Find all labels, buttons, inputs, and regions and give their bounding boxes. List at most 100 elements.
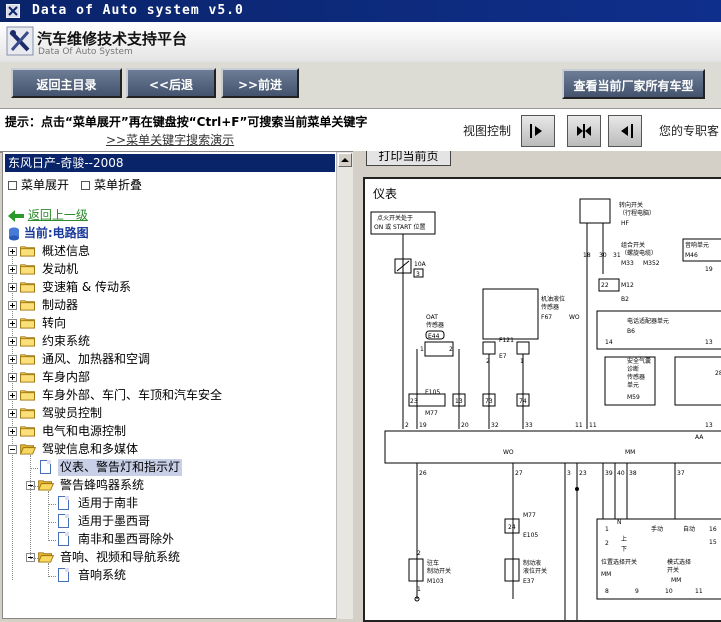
app-name: 汽车维修技术支持平台: [37, 30, 188, 48]
diagram-title: 仪表: [373, 187, 397, 201]
brake-label-2: 制动开关: [427, 567, 451, 575]
tree-item[interactable]: 音响系统: [3, 567, 333, 584]
tree-item[interactable]: 概述信息: [3, 243, 333, 260]
tree-item[interactable]: 音响、视频和导航系统: [3, 549, 333, 566]
fuse-label: 10A: [414, 261, 427, 268]
collapse-menu[interactable]: 菜单折叠: [81, 176, 142, 193]
pin-number: 27: [515, 470, 523, 477]
expand-node-icon[interactable]: [8, 409, 17, 418]
pin-number: 1: [520, 358, 524, 365]
tree-line: [48, 576, 56, 577]
app-icon: [6, 4, 20, 18]
forward-button[interactable]: >>前进: [221, 68, 299, 98]
tree-line: [30, 468, 38, 469]
scroll-up-button[interactable]: [338, 153, 352, 167]
m59-label: M59: [627, 394, 640, 401]
expand-node-icon[interactable]: [8, 373, 17, 382]
e44-label: E44: [428, 333, 440, 340]
pin-number: 19: [705, 266, 713, 273]
pin-number: 40: [617, 470, 625, 477]
up-level-link[interactable]: 返回上一级: [8, 207, 88, 224]
oil-sensor-label: 机油液位: [541, 295, 565, 303]
folder-icon: [20, 354, 35, 365]
tree-item-label: 制动器: [42, 298, 79, 312]
tree-item-label: 驾驶信息和多媒体: [42, 442, 139, 456]
expand-node-icon[interactable]: [8, 265, 17, 274]
view-expand-left-button[interactable]: [608, 115, 642, 147]
mm-label-3: MM: [671, 577, 681, 584]
expand-node-icon[interactable]: [8, 355, 17, 364]
main-toolbar: 返回主目录 <<后退 >>前进 查看当前厂家所有车型: [0, 62, 721, 108]
pin-number: 31: [613, 252, 621, 259]
tree-item-label: 发动机: [42, 262, 79, 276]
folder-icon: [20, 300, 35, 311]
print-button[interactable]: 打印当前页: [366, 151, 451, 166]
expand-node-icon[interactable]: [8, 319, 17, 328]
pin-number: 9: [635, 588, 639, 595]
tree-item[interactable]: 仪表、警告灯和指示灯: [3, 459, 333, 476]
folder-open-icon: [20, 444, 36, 455]
expand-node-icon[interactable]: [8, 301, 17, 310]
document-icon: [58, 532, 69, 546]
tree-item[interactable]: 变速箱 & 传动系: [3, 279, 333, 296]
green-back-arrow-icon: [8, 209, 24, 222]
tree-item[interactable]: 车身内部: [3, 369, 333, 386]
expand-node-icon[interactable]: [8, 427, 17, 436]
oat-sensor-label: 传感器: [426, 321, 444, 329]
tree-item-label: 适用于墨西哥: [78, 514, 151, 528]
tree-item[interactable]: 制动器: [3, 297, 333, 314]
view-split-button[interactable]: [567, 115, 601, 147]
tree-item[interactable]: 驾驶信息和多媒体: [3, 441, 333, 458]
wiring-diagram: 仪表 点火开关处于 ON 或 START 位置 10A 3 OAT 传感器 E4…: [363, 177, 721, 622]
tree-item[interactable]: 警告蜂鸣器系统: [3, 477, 333, 494]
tree-item[interactable]: 车身外部、车门、车顶和汽车安全: [3, 387, 333, 404]
tree-item[interactable]: 通风、加热器和空调: [3, 351, 333, 368]
expand-node-icon[interactable]: [8, 247, 17, 256]
expand-node-icon[interactable]: [8, 391, 17, 400]
current-location-label: 当前:电路图: [23, 226, 89, 240]
pin-number: 3: [567, 470, 571, 477]
tree-item-label: 变速箱 & 传动系: [42, 280, 131, 294]
tree-scrollbar[interactable]: [336, 152, 353, 619]
tree-item[interactable]: 适用于墨西哥: [3, 513, 333, 530]
tree-item[interactable]: 转向: [3, 315, 333, 332]
home-button[interactable]: 返回主目录: [11, 68, 122, 98]
pin-number: 37: [677, 470, 685, 477]
pin-number: 24: [508, 524, 516, 531]
search-demo-link[interactable]: >>菜单关键字搜索演示: [106, 133, 235, 147]
hf-label: HF: [621, 220, 630, 227]
tree-item-label: 警告蜂鸣器系统: [60, 478, 145, 492]
up-level-label: 返回上一级: [27, 208, 88, 222]
tree-item[interactable]: 适用于南非: [3, 495, 333, 512]
pin-number: 23: [410, 398, 418, 405]
brake-fluid-label: 制动液: [523, 559, 541, 567]
m46-label: M46: [685, 252, 698, 259]
pin-number: 1: [417, 586, 421, 593]
m12-label: M12: [621, 282, 634, 289]
all-models-button[interactable]: 查看当前厂家所有车型: [562, 69, 705, 99]
back-button[interactable]: <<后退: [126, 68, 216, 98]
airbag-label-2: 诊断: [627, 365, 639, 373]
document-icon: [40, 460, 51, 474]
tree-item[interactable]: 南非和墨西哥除外: [3, 531, 333, 548]
brake-fluid-label-2: 液位开关: [523, 567, 547, 575]
tree-item[interactable]: 电气和电源控制: [3, 423, 333, 440]
tree-item-label: 驾驶员控制: [42, 406, 103, 420]
tree-item[interactable]: 发动机: [3, 261, 333, 278]
expand-node-icon[interactable]: [8, 337, 17, 346]
tree-item-label: 车身内部: [42, 370, 91, 384]
tree-item[interactable]: 约束系统: [3, 333, 333, 350]
f121-label: F121: [499, 337, 514, 344]
expand-menu[interactable]: 菜单展开: [8, 176, 69, 193]
pin-number: 23: [579, 470, 587, 477]
expand-node-icon[interactable]: [8, 283, 17, 292]
collapse-node-icon[interactable]: [8, 445, 17, 454]
n-label: N: [617, 519, 622, 526]
mode-switch-label-2: 开关: [667, 566, 679, 574]
view-expand-right-button[interactable]: [521, 115, 555, 147]
content-panel: 打印当前页 仪表 点火开关处于 ON 或 START 位置 10A 3 OAT …: [353, 151, 721, 622]
down-label: 下: [621, 546, 627, 553]
tree-item[interactable]: 驾驶员控制: [3, 405, 333, 422]
wo-label-2: WO: [503, 449, 514, 456]
tree-item-label: 车身外部、车门、车顶和汽车安全: [42, 388, 223, 402]
